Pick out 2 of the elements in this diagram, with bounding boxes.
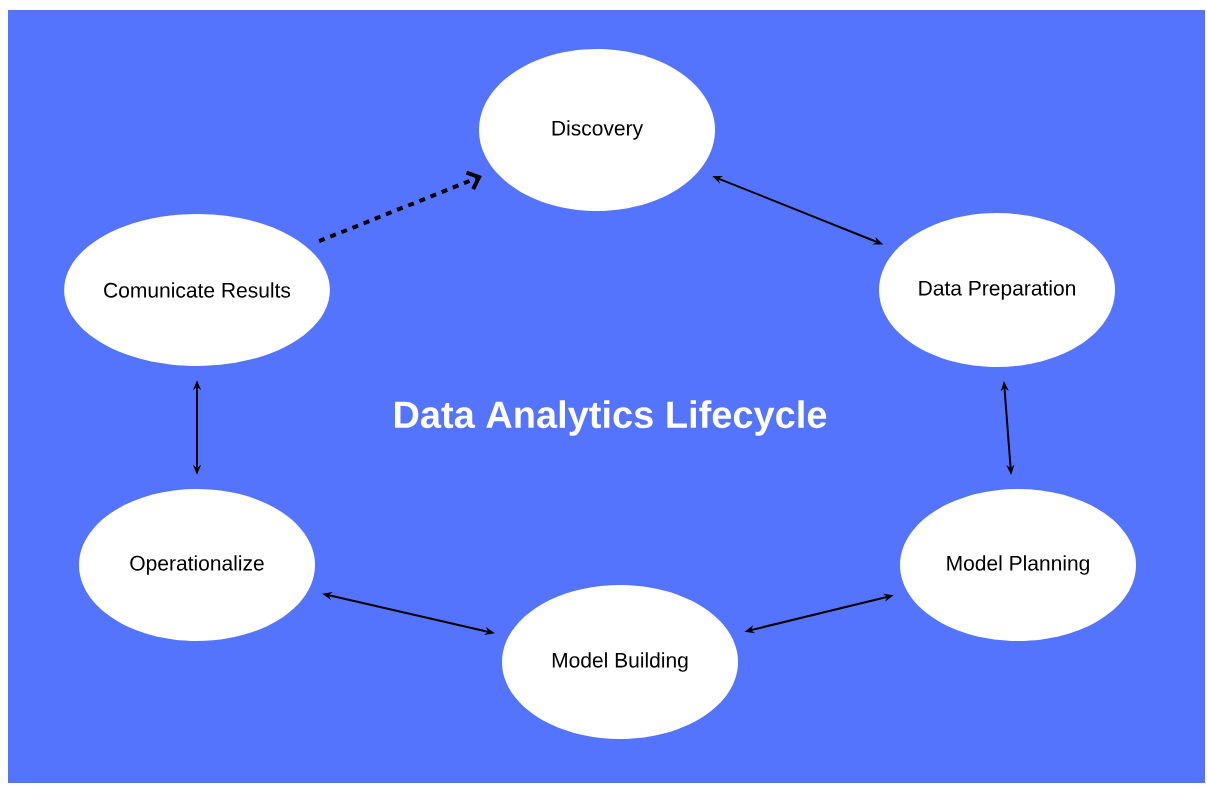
arrow	[318, 170, 482, 243]
diagram-title: Data Analytics Lifecycle	[395, 400, 827, 436]
